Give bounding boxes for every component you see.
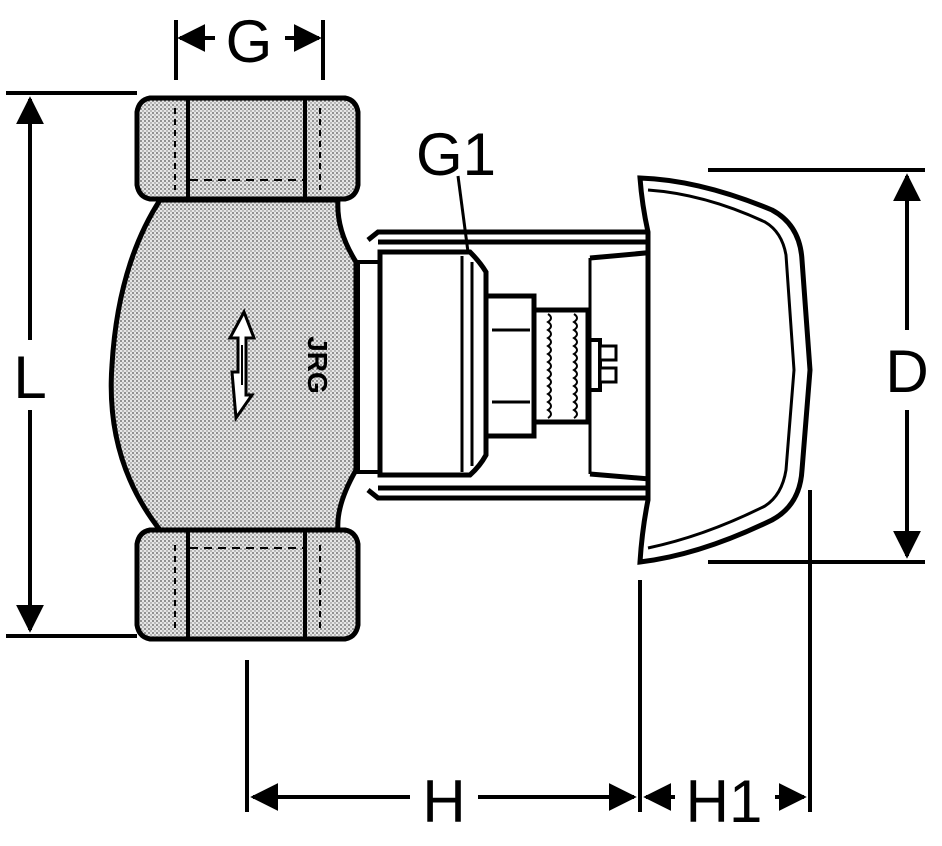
top-hex-nut — [134, 95, 361, 202]
bonnet-assembly — [356, 249, 618, 478]
dimension-h: H — [245, 580, 642, 835]
dimension-h1: H1 — [643, 490, 812, 835]
dimension-g: G — [174, 8, 325, 80]
dim-label-l: L — [13, 344, 46, 411]
dim-label-h: H — [422, 768, 465, 835]
dimension-g1: G1 — [416, 121, 496, 253]
bottom-hex-nut — [134, 527, 361, 642]
dimension-d: D — [708, 168, 929, 564]
body-marking: JRG — [302, 336, 333, 394]
dim-label-g1: G1 — [416, 121, 496, 188]
valve-body: JRG — [108, 95, 361, 642]
dim-label-h1: H1 — [686, 768, 763, 835]
dim-label-d: D — [885, 338, 928, 405]
flow-direction-arrow-icon — [227, 308, 257, 423]
dim-label-g: G — [226, 8, 273, 75]
dimension-l: L — [6, 91, 137, 638]
protective-cap — [366, 175, 813, 565]
valve-bulb — [108, 197, 359, 533]
